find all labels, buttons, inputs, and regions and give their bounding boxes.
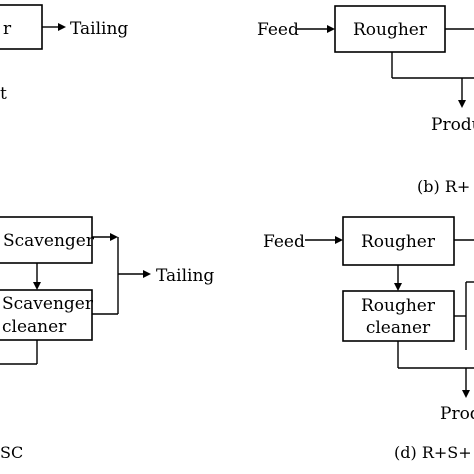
panel-b: Feed Rougher Produ (b) R+ — [257, 5, 474, 196]
panel-d: Feed Rougher Rougher cleaner Prod (d) R+… — [263, 216, 474, 462]
panel-d-rougher-label: Rougher — [361, 232, 436, 252]
panel-c-scavenger-box — [0, 216, 93, 264]
panel-d-rougher-cleaner-line1: Rougher — [361, 296, 436, 316]
panel-b-product-arrowhead — [458, 100, 466, 108]
panel-c-scav-to-cleaner-arrowhead — [33, 282, 41, 290]
panel-d-rougher-cleaner-line2: cleaner — [366, 318, 431, 338]
panel-b-feed-label: Feed — [257, 20, 299, 40]
panel-c: Scavenger Scavenger cleaner Tailing SC — [0, 216, 214, 462]
panel-d-caption: (d) R+S+ — [394, 443, 472, 462]
panel-c-scavenger-cleaner-line1: Scavenger — [2, 294, 94, 314]
panel-c-caption: SC — [0, 443, 23, 462]
panel-a-tailing-arrowhead — [58, 23, 66, 31]
panel-d-product-arrowhead — [462, 390, 470, 398]
panel-a-tailing-label: Tailing — [70, 19, 128, 39]
panel-d-rougher-box — [342, 216, 455, 266]
panel-b-rougher-label: Rougher — [353, 20, 428, 40]
panel-b-feed-arrowhead — [327, 25, 335, 33]
panel-a-fragment-label: t — [0, 84, 7, 104]
panel-c-scavenger-cleaner-box — [0, 289, 93, 341]
panel-d-feed-arrowhead — [335, 236, 343, 244]
panel-d-product-label: Prod — [440, 404, 474, 424]
panel-c-scavenger-label: Scavenger — [3, 231, 95, 251]
panel-b-rougher-box — [334, 5, 446, 53]
panel-b-product-label: Produ — [431, 115, 474, 135]
panel-c-tailing-arrowhead — [143, 270, 151, 278]
panel-c-scav-out-arrowhead — [110, 233, 118, 241]
panel-d-rougher-to-cleaner-arrowhead — [394, 283, 402, 291]
panel-b-caption: (b) R+ — [417, 177, 470, 196]
panel-d-feed-label: Feed — [263, 232, 305, 252]
panel-a-box-label: r — [3, 19, 12, 39]
panel-c-tailing-label: Tailing — [156, 266, 214, 286]
panel-c-scavenger-cleaner-line2: cleaner — [2, 317, 67, 337]
panel-a: r Tailing t — [0, 4, 128, 104]
